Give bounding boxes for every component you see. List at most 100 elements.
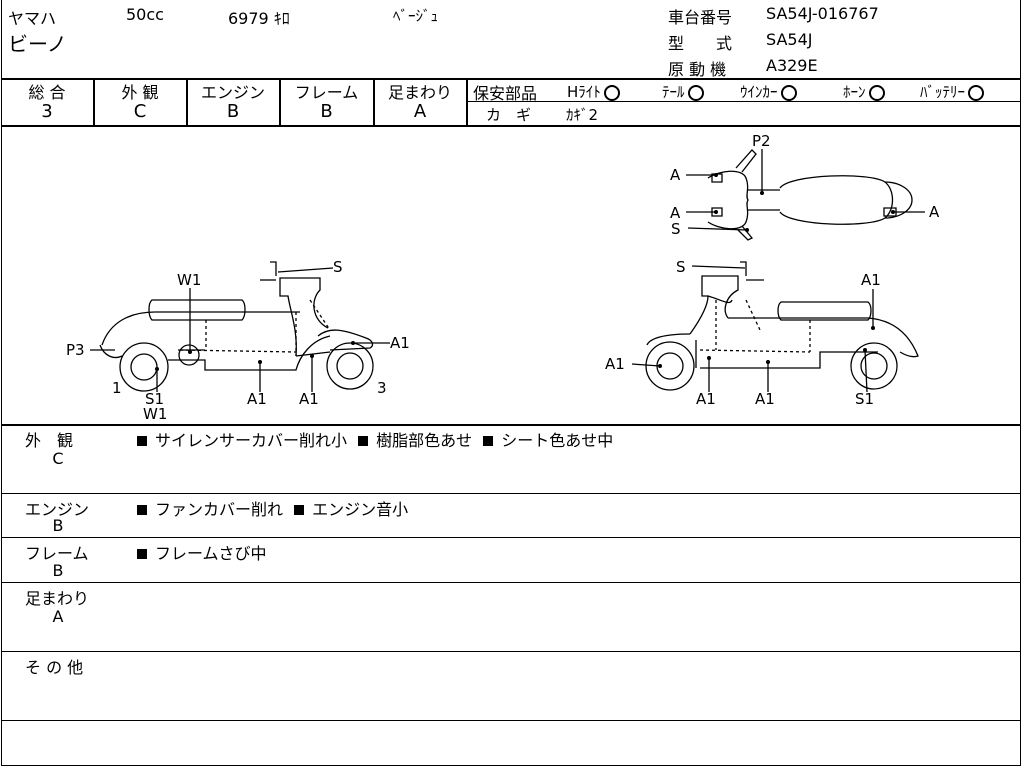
damage-label: P3 xyxy=(66,341,85,359)
grade-label: 外 観 xyxy=(121,83,159,102)
remark-item: 樹脂部色あせ xyxy=(376,431,473,450)
leader-lines xyxy=(90,149,925,393)
grade-value: B xyxy=(320,101,333,122)
ok-circle-icon xyxy=(868,84,885,101)
grade-label: フレーム xyxy=(294,83,359,102)
left-side-view xyxy=(99,261,374,392)
remark-title: 外 観 xyxy=(25,431,74,450)
damage-label: A1 xyxy=(861,271,881,289)
bullet-square-icon xyxy=(294,505,305,515)
divider xyxy=(1,424,1021,426)
remark-title: エンジン xyxy=(25,500,90,519)
divider xyxy=(1,651,1021,652)
remark-grade: B xyxy=(52,561,64,580)
maker: ヤマハ xyxy=(8,9,57,28)
color: ﾍﾞｰｼﾞｭ xyxy=(393,7,439,25)
scooter-diagram: P2 A A A S S A1 W1 S P3 A1 1 S1 W1 A1 A1… xyxy=(66,132,940,423)
remark-items: ファンカバー削れ エンジン音小 xyxy=(137,496,408,520)
frame-no-label: 車台番号 xyxy=(668,8,733,27)
damage-label: A1 xyxy=(755,390,775,408)
ok-circle-icon xyxy=(687,84,704,101)
remark-title: そ の 他 xyxy=(25,658,84,677)
safety-item: ﾎｰﾝ xyxy=(843,81,885,102)
divider xyxy=(1,582,1021,583)
divider xyxy=(186,79,188,125)
damage-label: A1 xyxy=(605,355,625,373)
damage-label: S1 xyxy=(145,390,164,408)
remark-item: ファンカバー削れ xyxy=(155,500,284,519)
remark-title: フレーム xyxy=(25,544,89,563)
damage-label: A xyxy=(929,203,940,221)
damage-label: A xyxy=(670,166,681,184)
divider xyxy=(466,79,468,125)
leader-dots xyxy=(155,173,895,371)
damage-label: 3 xyxy=(377,379,387,397)
remark-item: フレームさび中 xyxy=(155,544,267,563)
remark-title: 足まわり xyxy=(25,589,90,608)
damage-label: P2 xyxy=(752,132,771,150)
displacement: 50cc xyxy=(126,5,164,24)
key-label: カ ギ xyxy=(486,106,532,124)
damage-label: W1 xyxy=(143,405,167,423)
grade-label: 足まわり xyxy=(387,83,452,102)
bullet-square-icon xyxy=(137,549,147,559)
bullet-square-icon xyxy=(483,436,494,446)
damage-label: A xyxy=(670,204,681,222)
divider xyxy=(468,101,1021,102)
grade-label: 総 合 xyxy=(28,83,66,102)
damage-label: 1 xyxy=(112,379,122,397)
damage-label: S xyxy=(333,258,343,276)
grade-value: C xyxy=(133,101,147,122)
mileage: 6979 ｷﾛ xyxy=(228,9,290,28)
bullet-square-icon xyxy=(137,505,147,515)
safety-item-label: ﾃｰﾙ xyxy=(662,83,685,101)
model-code: SA54J xyxy=(766,30,813,49)
grade-value: A xyxy=(413,101,427,122)
remark-grade: A xyxy=(52,607,64,626)
model-name: ビーノ xyxy=(8,32,67,56)
remark-item: エンジン音小 xyxy=(312,500,409,519)
remark-item: シート色あせ中 xyxy=(501,431,614,450)
safety-item-label: ﾊﾞｯﾃﾘｰ xyxy=(920,83,966,101)
damage-label: S1 xyxy=(855,390,874,408)
damage-label: S xyxy=(671,220,681,238)
remark-grade: B xyxy=(52,516,64,535)
safety-item-label: ﾎｰﾝ xyxy=(843,83,866,101)
remark-grade: C xyxy=(52,449,64,468)
frame-no: SA54J-016767 xyxy=(766,4,879,23)
divider xyxy=(373,79,375,125)
remark-items: フレームさび中 xyxy=(137,540,267,564)
ok-circle-icon xyxy=(968,84,985,101)
divider xyxy=(93,79,95,125)
engine-code: A329E xyxy=(766,56,818,75)
safety-item-label: Hﾗｲﾄ xyxy=(567,83,601,101)
damage-label: A1 xyxy=(696,390,716,408)
damage-label: W1 xyxy=(177,271,201,289)
divider xyxy=(1,78,1021,80)
damage-label: A1 xyxy=(299,390,319,408)
divider xyxy=(1,493,1021,494)
safety-item: ﾃｰﾙ xyxy=(662,81,704,102)
grade-value: B xyxy=(226,101,240,122)
top-view xyxy=(707,149,913,241)
safety-label: 保安部品 xyxy=(473,84,538,103)
safety-item: ﾊﾞｯﾃﾘｰ xyxy=(920,81,985,102)
grade-label: エンジン xyxy=(200,83,265,102)
ok-circle-icon xyxy=(603,84,620,101)
grade-value: 3 xyxy=(41,101,53,122)
safety-item: ｳｲﾝｶｰ xyxy=(740,81,797,102)
remark-items: サイレンサーカバー削れ小 樹脂部色あせ シート色あせ中 xyxy=(137,427,613,451)
divider xyxy=(1,537,1021,538)
model-code-label: 型 式 xyxy=(668,34,733,53)
safety-item: Hﾗｲﾄ xyxy=(567,81,620,102)
remark-item: サイレンサーカバー削れ小 xyxy=(155,431,348,450)
damage-label: A1 xyxy=(247,390,267,408)
divider xyxy=(1,720,1021,721)
damage-labels: P2 A A A S S A1 W1 S P3 A1 1 S1 W1 A1 A1… xyxy=(66,132,940,423)
safety-item-label: ｳｲﾝｶｰ xyxy=(740,83,778,101)
divider xyxy=(279,79,281,125)
damage-label: A1 xyxy=(390,334,410,352)
damage-label: S xyxy=(676,258,686,276)
key-value: ｶｷﾞ2 xyxy=(566,106,599,124)
